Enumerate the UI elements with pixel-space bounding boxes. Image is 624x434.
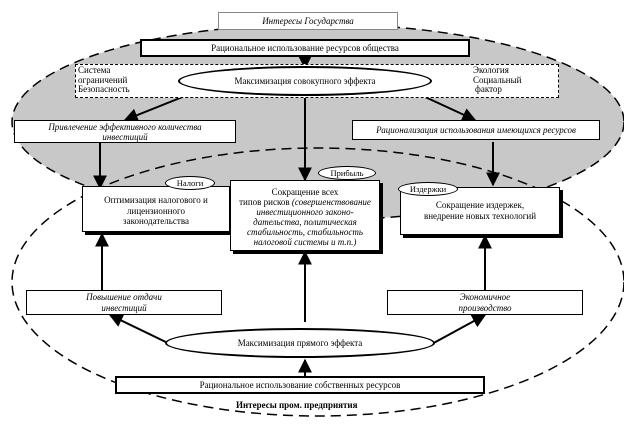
enterprise-interests-oval — [11, 147, 624, 417]
arrow-direct-to-economic — [429, 314, 487, 346]
rational-own-box: Рациональное использование собственных р… — [115, 376, 485, 394]
rational-society-box: Рациональное использование ресурсов обще… — [140, 39, 470, 57]
tax-optimization-box: Оптимизация налогового и лицензионного з… — [82, 186, 230, 232]
profit-tag: Прибыль — [318, 166, 376, 180]
ecology-text: Экология Социальный фактор — [473, 65, 522, 94]
economic-production-box: Экономичное производство — [387, 290, 583, 315]
investment-return-box: Повышение отдачи инвестиций — [26, 290, 222, 315]
rationalize-resources-box: Рационализация использования имеющихся р… — [352, 120, 600, 140]
risk-reduction-box: Сокращение всех типов рисков (совершенст… — [230, 180, 380, 251]
attract-investment-box: Привлечение эффективного количества инве… — [14, 120, 236, 143]
state-interests-label: Интересы Государства — [218, 12, 398, 30]
max-total-ellipse: Максимизация совокупного эффекта — [178, 66, 432, 96]
max-direct-ellipse: Максимизация прямого эффекта — [165, 328, 435, 358]
costs-tag: Издержки — [398, 182, 458, 196]
enterprise-interests-label: Интересы пром. предприятия — [236, 400, 358, 410]
arrow-direct-to-investment — [108, 314, 173, 346]
taxes-tag: Налоги — [165, 176, 215, 190]
system-limits-text: Система ограничений Безопасность — [78, 65, 130, 94]
